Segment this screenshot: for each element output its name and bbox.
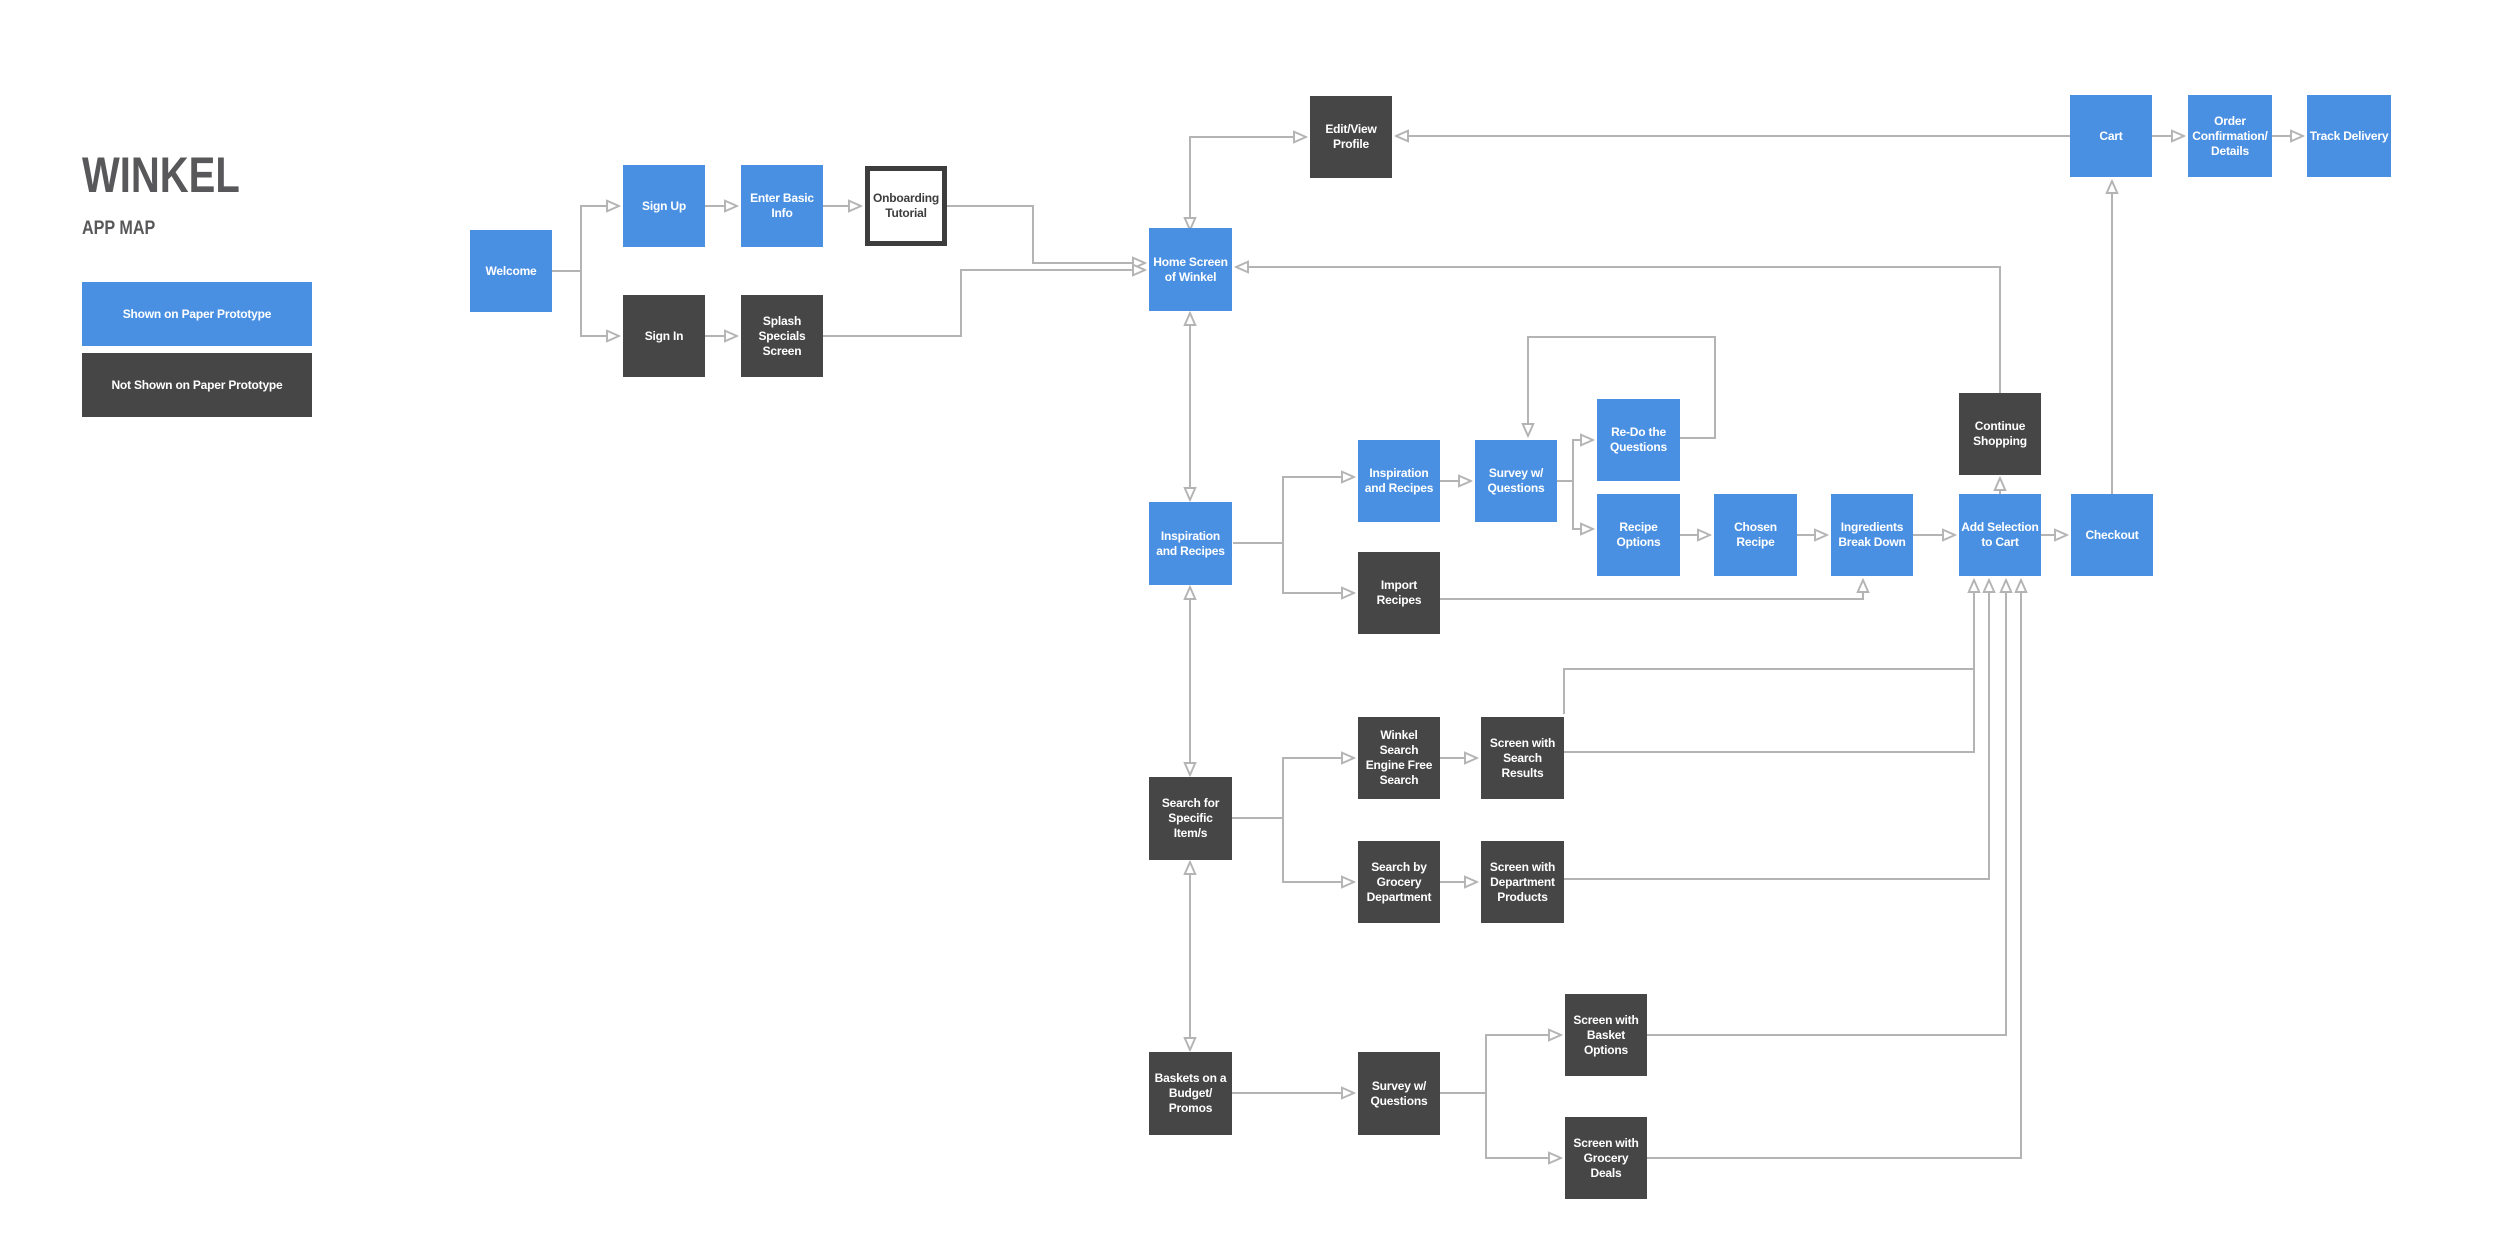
node-search-by-grocery-department: Search by Grocery Department bbox=[1358, 841, 1440, 923]
node-label: Survey w/ Questions bbox=[1487, 466, 1545, 495]
node-label: Screen with Grocery Deals bbox=[1573, 1135, 1639, 1180]
edge-import-ingredients bbox=[1440, 580, 1863, 600]
node-label: Screen with Basket Options bbox=[1573, 1012, 1639, 1057]
edge-search-grocerydept bbox=[1232, 817, 1354, 882]
node-label: Checkout bbox=[2085, 527, 2139, 542]
node-label: Onboarding Tutorial bbox=[873, 191, 939, 220]
node-label: Inspiration and Recipes bbox=[1156, 528, 1225, 558]
node-label: Search by Grocery Department bbox=[1366, 859, 1432, 904]
edge-survey1-recipeoptions bbox=[1557, 480, 1593, 529]
node-home-screen: Home Screen of Winkel bbox=[1149, 228, 1232, 311]
edge-results-loop-segment bbox=[1563, 668, 1974, 714]
node-cart: Cart bbox=[2070, 95, 2152, 177]
node-label: Baskets on a Budget/ Promos bbox=[1154, 1071, 1227, 1115]
node-onboarding-tutorial: Onboarding Tutorial bbox=[865, 166, 947, 246]
page-title: WINKEL bbox=[82, 147, 240, 203]
node-label: Recipe Options bbox=[1616, 520, 1661, 549]
node-label: Add Selection to Cart bbox=[1961, 520, 2039, 549]
node-sign-in: Sign In bbox=[623, 295, 705, 377]
node-winkel-search-engine-free-search: Winkel Search Engine Free Search bbox=[1358, 717, 1440, 799]
node-chosen-recipe: Chosen Recipe bbox=[1714, 494, 1797, 576]
node-survey-with-questions-2: Survey w/ Questions bbox=[1358, 1052, 1440, 1135]
node-label: Re-Do the Questions bbox=[1610, 425, 1667, 454]
edge-survey2-basketoptions bbox=[1440, 1035, 1561, 1094]
edge-inspiration-inspiration2 bbox=[1233, 477, 1354, 544]
node-redo-the-questions: Re-Do the Questions bbox=[1597, 399, 1680, 481]
edge-inspiration-import bbox=[1233, 542, 1354, 593]
edge-survey2-grocerydeals bbox=[1440, 1092, 1561, 1158]
node-continue-shopping: Continue Shopping bbox=[1959, 393, 2041, 475]
legend-not-shown-on-paper-prototype: Not Shown on Paper Prototype bbox=[82, 353, 312, 417]
node-inspiration-and-recipes-hub: Inspiration and Recipes bbox=[1149, 502, 1232, 585]
brand-block: WINKEL APP MAP bbox=[82, 146, 279, 240]
page-subtitle: APP MAP bbox=[82, 218, 156, 239]
node-screen-with-search-results: Screen with Search Results bbox=[1481, 717, 1564, 799]
edge-welcome-signin bbox=[552, 270, 619, 336]
node-inspiration-and-recipes: Inspiration and Recipes bbox=[1358, 440, 1440, 522]
node-import-recipes: Import Recipes bbox=[1358, 552, 1440, 634]
node-label: Search for Specific Item/s bbox=[1161, 796, 1220, 840]
legend-shown-on-paper-prototype: Shown on Paper Prototype bbox=[82, 282, 312, 346]
node-label: Order Confirmation/ Details bbox=[2192, 113, 2268, 158]
node-baskets-on-a-budget-promos-hub: Baskets on a Budget/ Promos bbox=[1149, 1052, 1232, 1135]
node-survey-with-questions: Survey w/ Questions bbox=[1475, 440, 1557, 522]
node-label: Cart bbox=[2099, 128, 2123, 143]
legend-label: Not Shown on Paper Prototype bbox=[111, 378, 283, 392]
edge-welcome-signup bbox=[552, 206, 619, 272]
node-label: Continue Shopping bbox=[1973, 419, 2027, 448]
node-label: Track Delivery bbox=[2309, 128, 2389, 143]
node-add-selection-to-cart: Add Selection to Cart bbox=[1959, 494, 2041, 576]
node-welcome: Welcome bbox=[470, 230, 552, 312]
node-recipe-options: Recipe Options bbox=[1597, 494, 1680, 576]
node-search-for-specific-items-hub: Search for Specific Item/s bbox=[1149, 777, 1232, 860]
node-label: Survey w/ Questions bbox=[1370, 1078, 1428, 1108]
edge-home-profile bbox=[1190, 137, 1306, 230]
node-edit-view-profile: Edit/View Profile bbox=[1310, 96, 1392, 178]
edge-products-addselection bbox=[1564, 580, 1989, 880]
node-label: Sign In bbox=[644, 328, 684, 343]
edge-search-winkelengine bbox=[1232, 758, 1354, 819]
node-screen-with-department-products: Screen with Department Products bbox=[1481, 841, 1564, 923]
edge-continue-home bbox=[1236, 267, 2001, 393]
edge-basketoptions-addselection bbox=[1647, 580, 2006, 1036]
node-track-delivery: Track Delivery bbox=[2307, 95, 2391, 177]
node-label: Screen with Department Products bbox=[1489, 859, 1556, 904]
node-label: Edit/View Profile bbox=[1325, 122, 1377, 151]
edge-grocerydeals-addselection bbox=[1647, 580, 2021, 1159]
node-checkout: Checkout bbox=[2071, 494, 2153, 576]
node-enter-basic-info: Enter Basic Info bbox=[741, 165, 823, 247]
node-order-confirmation-details: Order Confirmation/ Details bbox=[2188, 95, 2272, 177]
node-label: Enter Basic Info bbox=[750, 191, 814, 220]
node-label: Chosen Recipe bbox=[1734, 520, 1777, 549]
node-label: Home Screen of Winkel bbox=[1153, 254, 1228, 284]
node-label: Winkel Search Engine Free Search bbox=[1365, 728, 1433, 787]
node-sign-up: Sign Up bbox=[623, 165, 705, 247]
node-label: Ingredients Break Down bbox=[1838, 520, 1906, 549]
edge-onboarding-home bbox=[947, 205, 1145, 263]
node-ingredients-break-down: Ingredients Break Down bbox=[1831, 494, 1913, 576]
node-label: Splash Specials Screen bbox=[758, 313, 806, 358]
node-label: Import Recipes bbox=[1376, 578, 1422, 607]
edge-survey1-redo bbox=[1557, 440, 1593, 482]
node-screen-with-basket-options: Screen with Basket Options bbox=[1565, 994, 1647, 1076]
node-screen-with-grocery-deals: Screen with Grocery Deals bbox=[1565, 1117, 1647, 1199]
node-splash-specials-screen: Splash Specials Screen bbox=[741, 295, 823, 377]
legend-label: Shown on Paper Prototype bbox=[122, 307, 272, 321]
node-label: Sign Up bbox=[642, 198, 686, 213]
edge-splash-home bbox=[823, 270, 1145, 337]
node-label: Screen with Search Results bbox=[1489, 735, 1556, 780]
node-label: Inspiration and Recipes bbox=[1364, 466, 1434, 495]
node-label: Welcome bbox=[485, 263, 537, 278]
edge-results-addselection bbox=[1564, 580, 1974, 753]
